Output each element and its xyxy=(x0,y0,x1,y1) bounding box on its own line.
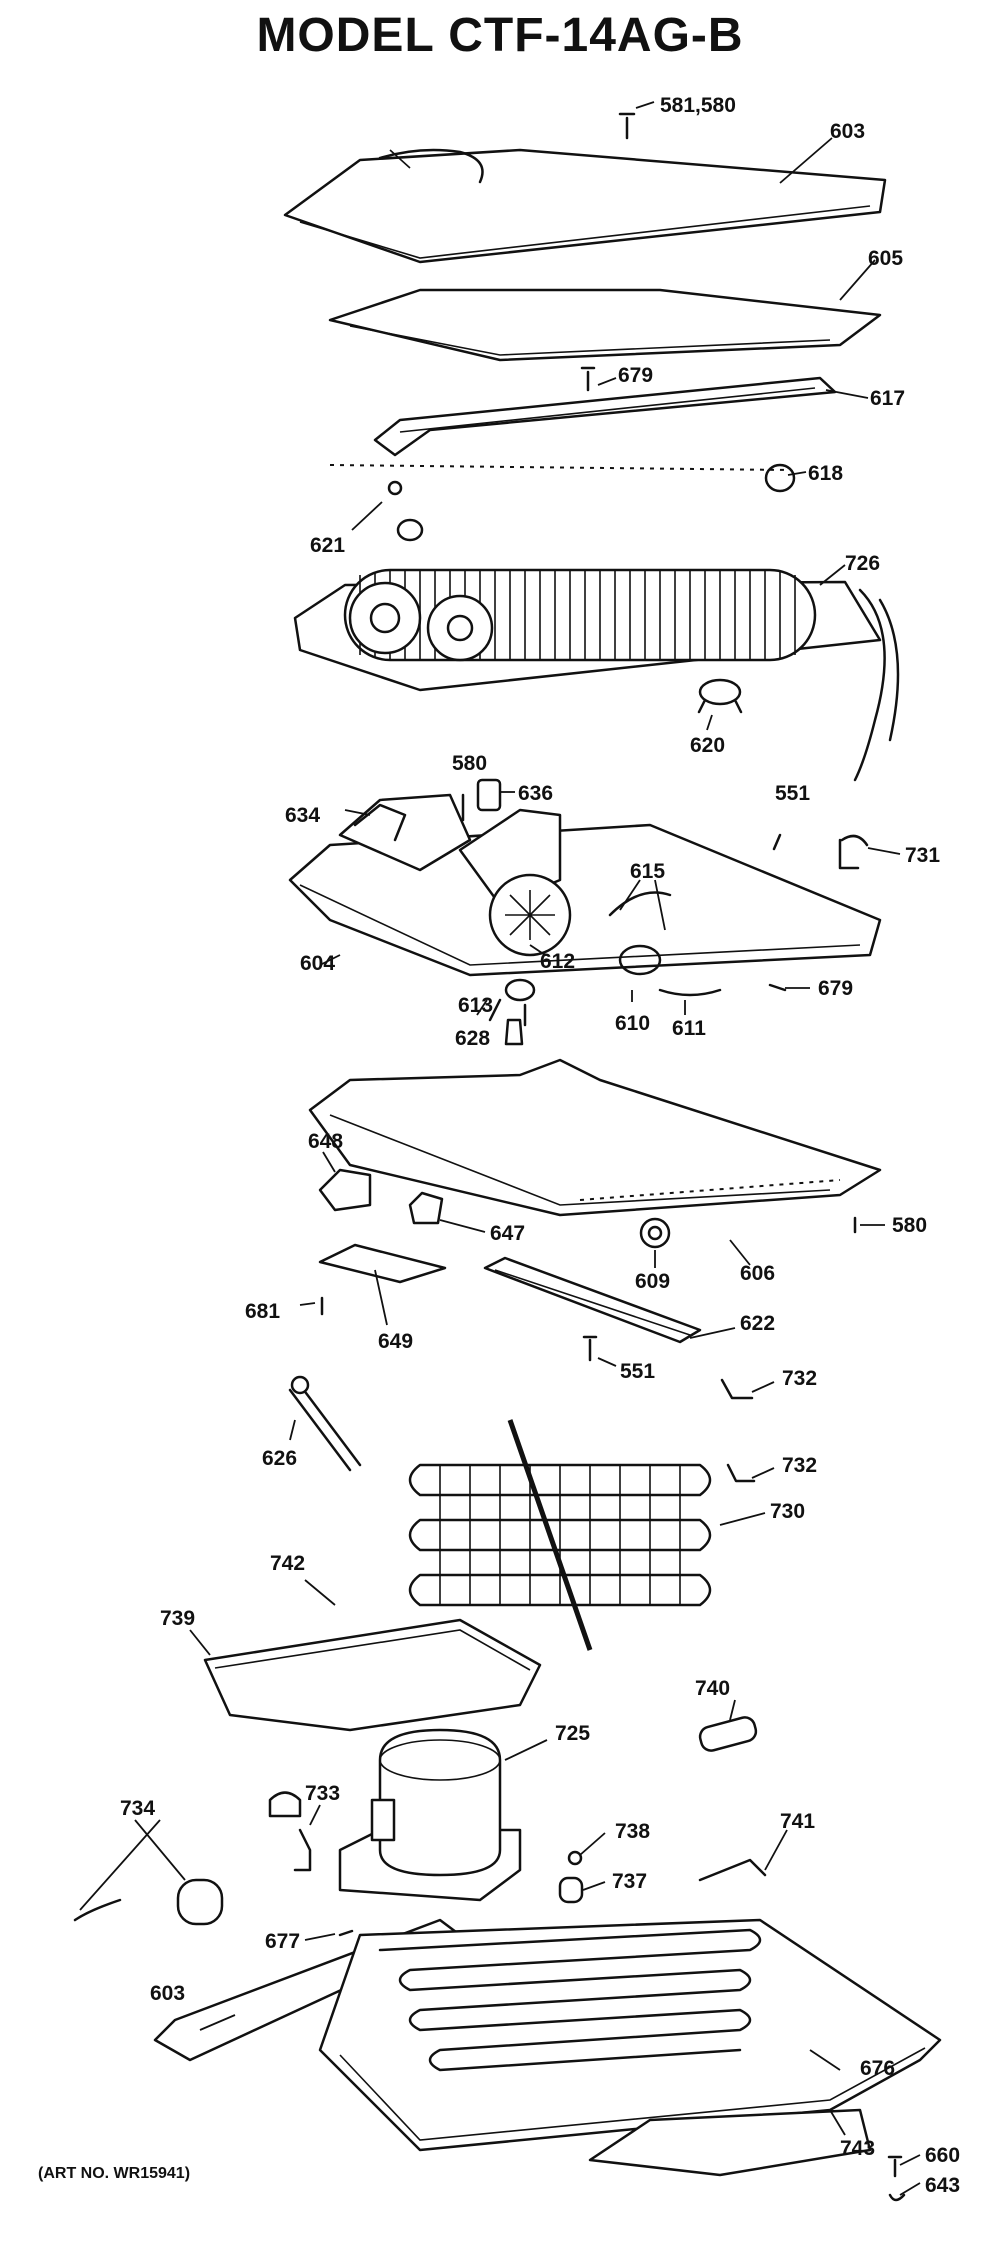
callout-741: 741 xyxy=(780,1810,815,1833)
evaporator-coil-726 xyxy=(293,568,900,782)
compressor-725 xyxy=(338,1728,522,1902)
callout-725: 725 xyxy=(555,1722,590,1745)
callout-679-top: 679 xyxy=(618,364,653,387)
callout-732-b: 732 xyxy=(782,1454,817,1477)
callout-739: 739 xyxy=(160,1607,195,1630)
callout-732-a: 732 xyxy=(782,1367,817,1390)
callout-603-low: 603 xyxy=(150,1982,185,2005)
callout-622: 622 xyxy=(740,1312,775,1335)
clip-643 xyxy=(888,2193,906,2202)
callout-726: 726 xyxy=(845,552,880,575)
callout-737: 737 xyxy=(612,1870,647,1893)
callout-617: 617 xyxy=(870,387,905,410)
art-number: (ART NO. WR15941) xyxy=(38,2165,191,2182)
screw-679-mid xyxy=(768,983,787,992)
screw-660 xyxy=(887,2155,903,2178)
callout-610: 610 xyxy=(615,1012,650,1035)
clip-732-b xyxy=(726,1463,756,1483)
callout-740: 740 xyxy=(695,1677,730,1700)
callout-738: 738 xyxy=(615,1820,650,1843)
page-title: MODEL CTF-14AG-B xyxy=(256,9,744,62)
screw-677 xyxy=(338,1929,354,1937)
callout-613: 613 xyxy=(458,994,493,1017)
channel-622 xyxy=(483,1256,702,1344)
callout-551-top: 551 xyxy=(775,782,810,805)
leader-lines xyxy=(79,101,921,2196)
callout-611: 611 xyxy=(672,1017,706,1040)
capacitor-740 xyxy=(698,1716,758,1752)
overload-734 xyxy=(73,1878,224,1926)
screw-551-low xyxy=(582,1335,598,1362)
callout-677: 677 xyxy=(265,1930,300,1953)
callout-621: 621 xyxy=(310,534,345,557)
callout-676: 676 xyxy=(860,2057,895,2080)
callout-643: 643 xyxy=(925,2174,960,2197)
callout-580-low: 580 xyxy=(892,1214,927,1237)
callout-679-mid: 679 xyxy=(818,977,853,1000)
callout-647: 647 xyxy=(490,1222,525,1245)
callout-labels: 581,580 603 605 679 617 618 621 726 620 … xyxy=(120,94,960,2197)
callout-581-580: 581,580 xyxy=(660,94,736,117)
callout-612: 612 xyxy=(540,950,575,973)
callout-580-mid: 580 xyxy=(452,752,487,775)
grommet-738 xyxy=(567,1850,583,1866)
callout-733: 733 xyxy=(305,1782,340,1805)
freezer-floor-606 xyxy=(308,1058,882,1217)
callout-636: 636 xyxy=(518,782,553,805)
callout-615: 615 xyxy=(630,860,665,883)
liner-panel-605 xyxy=(328,288,882,362)
callout-648: 648 xyxy=(308,1130,343,1153)
drain-tube-626 xyxy=(288,1375,362,1472)
grommet-609 xyxy=(639,1217,671,1249)
callout-609: 609 xyxy=(635,1270,670,1293)
shaft-line-618-621 xyxy=(329,463,796,542)
fitting-628 xyxy=(504,1018,524,1046)
callout-604: 604 xyxy=(300,952,335,975)
callout-606: 606 xyxy=(740,1262,775,1285)
base-pan-743 xyxy=(318,1918,942,2177)
callout-730: 730 xyxy=(770,1500,805,1523)
plate-649 xyxy=(318,1243,447,1284)
fan-housing-604 xyxy=(288,793,882,1027)
drain-pan-739 xyxy=(203,1618,542,1732)
callout-742: 742 xyxy=(270,1552,305,1575)
thermostat-620 xyxy=(697,678,743,714)
callout-618: 618 xyxy=(808,462,843,485)
cover-panel-603 xyxy=(283,148,887,264)
bracket-648 xyxy=(318,1168,372,1212)
grommet-737 xyxy=(558,1876,584,1904)
screw-551-top xyxy=(772,833,782,851)
condenser-730 xyxy=(408,1419,712,1651)
callout-551-low: 551 xyxy=(620,1360,655,1383)
callout-626: 626 xyxy=(262,1447,297,1470)
bracket-rail-617 xyxy=(373,366,837,457)
relay-733 xyxy=(268,1791,312,1872)
callout-743: 743 xyxy=(840,2137,875,2160)
clip-732-a xyxy=(720,1378,754,1400)
bracket-731 xyxy=(838,834,869,870)
callout-660: 660 xyxy=(925,2144,960,2167)
screw-581-580 xyxy=(618,112,636,140)
callout-605: 605 xyxy=(868,247,903,270)
callout-628: 628 xyxy=(455,1027,490,1050)
tube-741 xyxy=(698,1858,767,1882)
callout-731: 731 xyxy=(905,844,940,867)
callout-603-top: 603 xyxy=(830,120,865,143)
clip-647 xyxy=(408,1191,444,1225)
callout-734: 734 xyxy=(120,1797,155,1820)
clip-636 xyxy=(476,778,502,812)
callout-681: 681 xyxy=(245,1300,280,1323)
callout-634: 634 xyxy=(285,804,320,827)
heater-676 xyxy=(378,1928,762,2072)
callout-620: 620 xyxy=(690,734,725,757)
callout-649: 649 xyxy=(378,1330,413,1353)
